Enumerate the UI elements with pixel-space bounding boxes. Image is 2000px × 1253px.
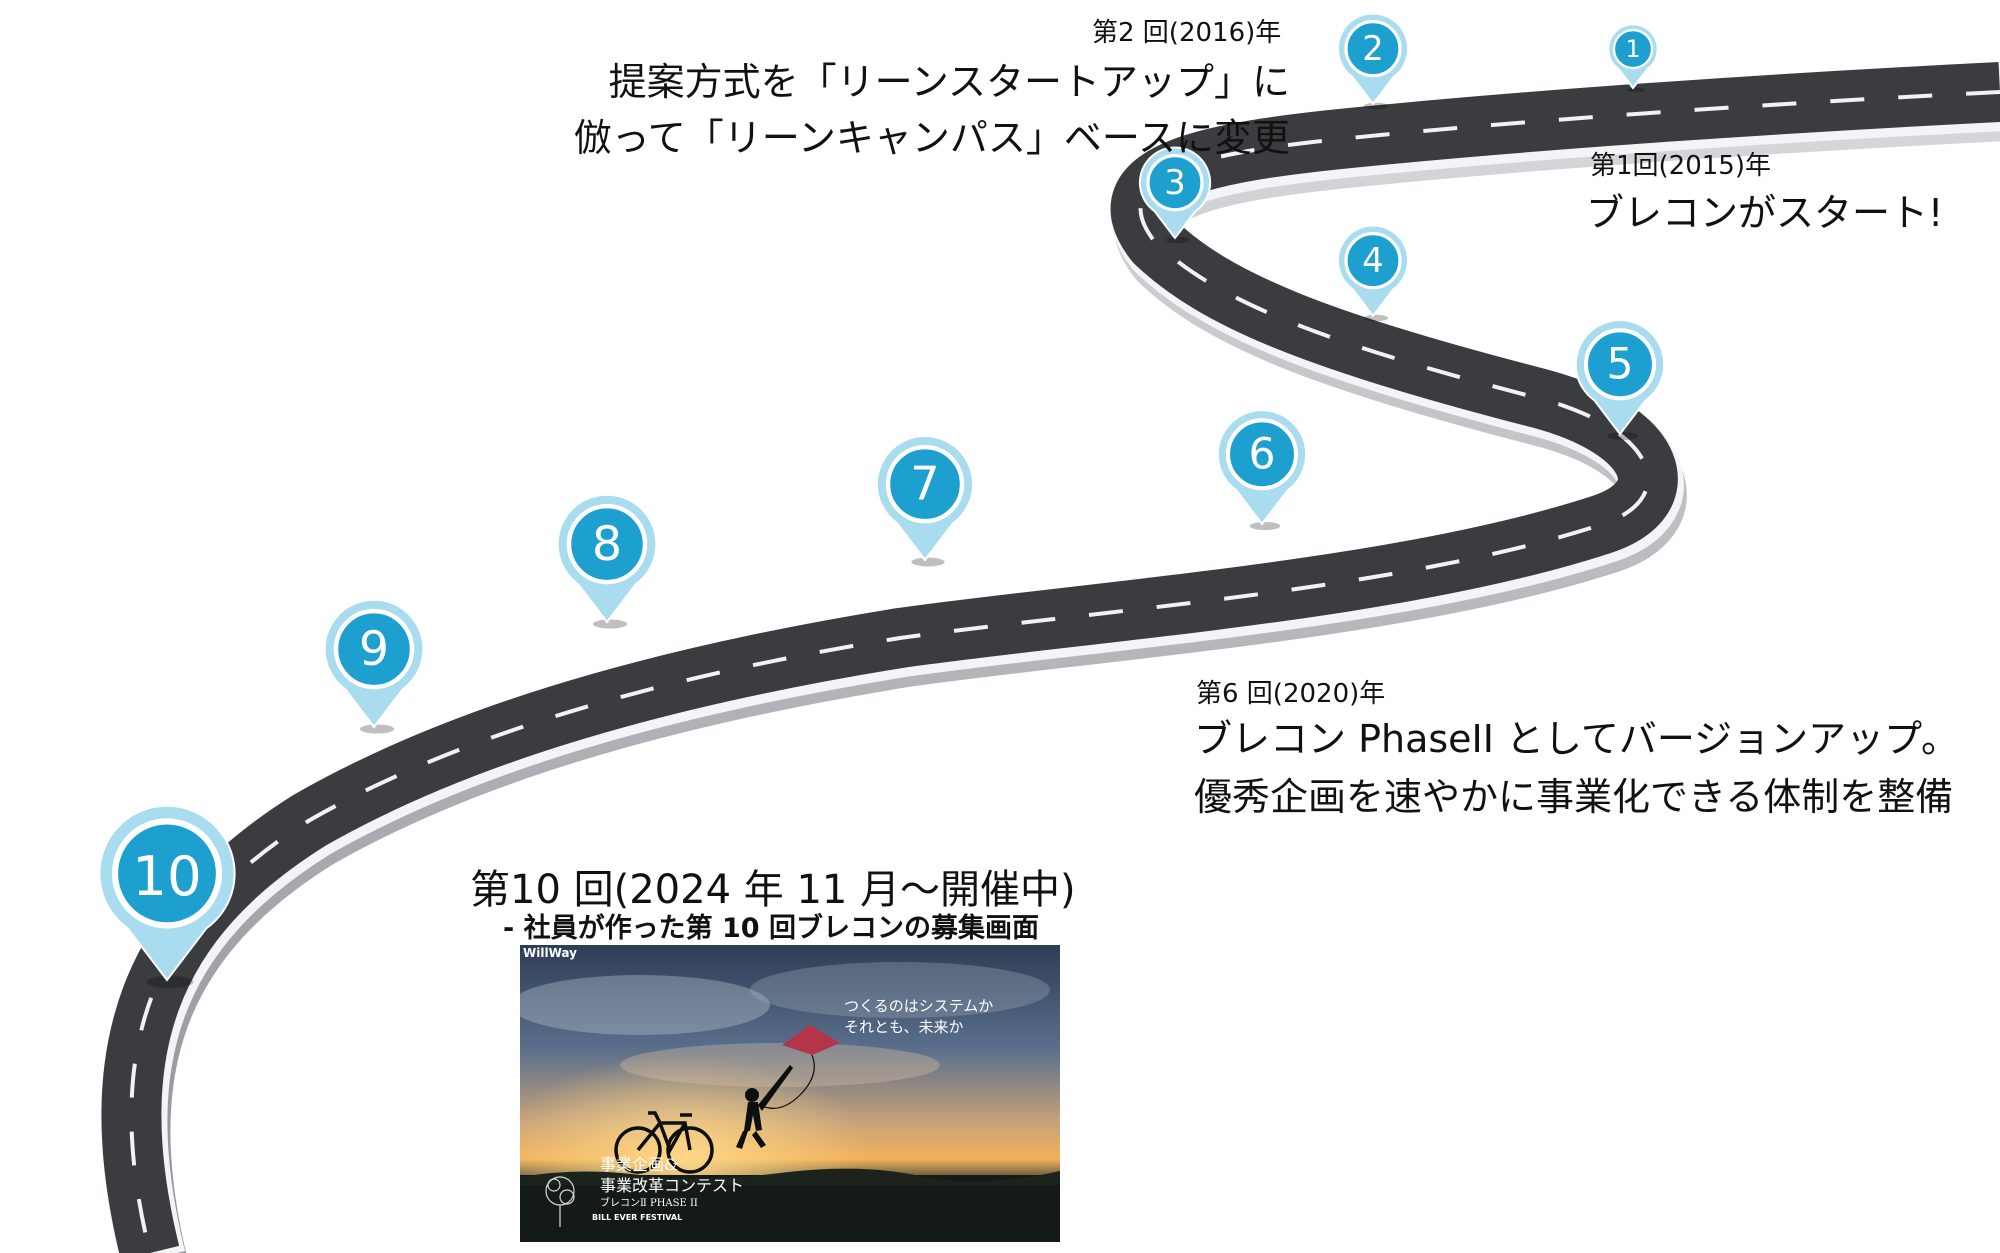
promo-tagline-2: それとも、未来か — [844, 1018, 964, 1036]
milestone-6-line2: 優秀企画を速やかに事業化できる体制を整備 — [1194, 775, 1954, 819]
milestone-pin-5: 5 — [1574, 319, 1666, 441]
milestone-pin-8-number: 8 — [592, 517, 622, 572]
milestone-pin-6-number: 6 — [1248, 431, 1275, 480]
sunset-scene — [520, 945, 1060, 1242]
milestone-pin-3: 3 — [1138, 146, 1212, 244]
milestone-2-line2: 倣って「リーンキャンパス」ベースに変更 — [573, 116, 1290, 160]
promo-title-2: 事業改革コンテスト — [600, 1176, 745, 1195]
milestone-pin-10-number: 10 — [132, 844, 201, 908]
milestone-10-heading: 第10 回(2024 年 11 月〜開催中) — [470, 867, 1076, 913]
milestone-pin-4: 4 — [1336, 224, 1410, 322]
milestone-pin-3-number: 3 — [1164, 163, 1185, 202]
milestone-2-heading: 第2 回(2016)年 — [1092, 18, 1282, 48]
recruitment-screen-image: WillWay つくるのはシステムか それとも、未来か 事業企画& 事業改革コン… — [520, 945, 1060, 1242]
milestone-pin-10: 10 — [98, 804, 236, 989]
milestone-pin-5-number: 5 — [1606, 341, 1633, 390]
promo-logo-text: BILL EVER FESTIVAL — [592, 1213, 683, 1222]
milestone-pin-2-number: 2 — [1362, 29, 1383, 68]
milestone-pin-8: 8 — [556, 493, 658, 629]
milestone-pin-4-number: 4 — [1362, 241, 1383, 280]
milestone-6-heading: 第6 回(2020)年 — [1196, 679, 1386, 709]
promo-brand: WillWay — [523, 946, 577, 960]
milestone-pin-9: 9 — [323, 598, 425, 734]
road-center-line — [129, 90, 2000, 1253]
milestone-6-line1: ブレコン PhaseII としてバージョンアップ。 — [1194, 717, 1959, 761]
promo-tagline-1: つくるのはシステムか — [844, 997, 994, 1015]
milestone-pin-6: 6 — [1216, 409, 1308, 531]
milestone-pin-9-number: 9 — [359, 622, 389, 677]
milestone-pin-1: 1 — [1607, 23, 1659, 93]
milestone-pin-7-number: 7 — [910, 457, 939, 511]
milestone-2-line1: 提案方式を「リーンスタートアップ」に — [608, 60, 1290, 104]
milestone-10-caption: - 社員が作った第 10 回ブレコンの募集画面 — [503, 913, 1039, 944]
milestone-1-line1: ブレコンがスタート! — [1586, 191, 1944, 235]
promo-title-1: 事業企画& — [600, 1155, 679, 1174]
promo-subtitle: ブレコンⅡ PHASE II — [600, 1198, 698, 1209]
milestone-1-heading: 第1回(2015)年 — [1590, 151, 1771, 181]
road-side — [104, 75, 2000, 1253]
milestone-pin-7: 7 — [875, 435, 975, 567]
milestone-pin-2: 2 — [1336, 12, 1410, 110]
milestone-pin-1-number: 1 — [1625, 35, 1640, 63]
